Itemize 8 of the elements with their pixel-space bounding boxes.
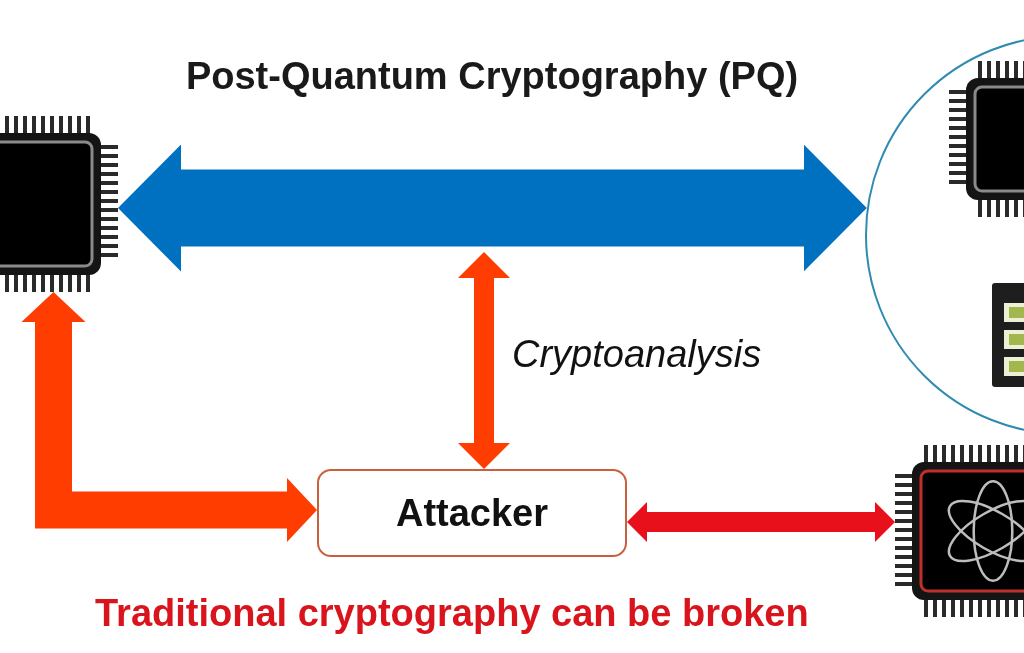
node-label: Attacker <box>395 491 549 535</box>
double-arrow <box>118 144 867 272</box>
process-box <box>317 469 627 557</box>
note: Traditional cryptography can be broken <box>95 592 809 636</box>
double-arrow <box>627 502 895 542</box>
title: Post-Quantum Cryptography (PQ) <box>185 55 799 99</box>
double-arrow <box>21 292 317 542</box>
double-arrow <box>458 252 510 469</box>
